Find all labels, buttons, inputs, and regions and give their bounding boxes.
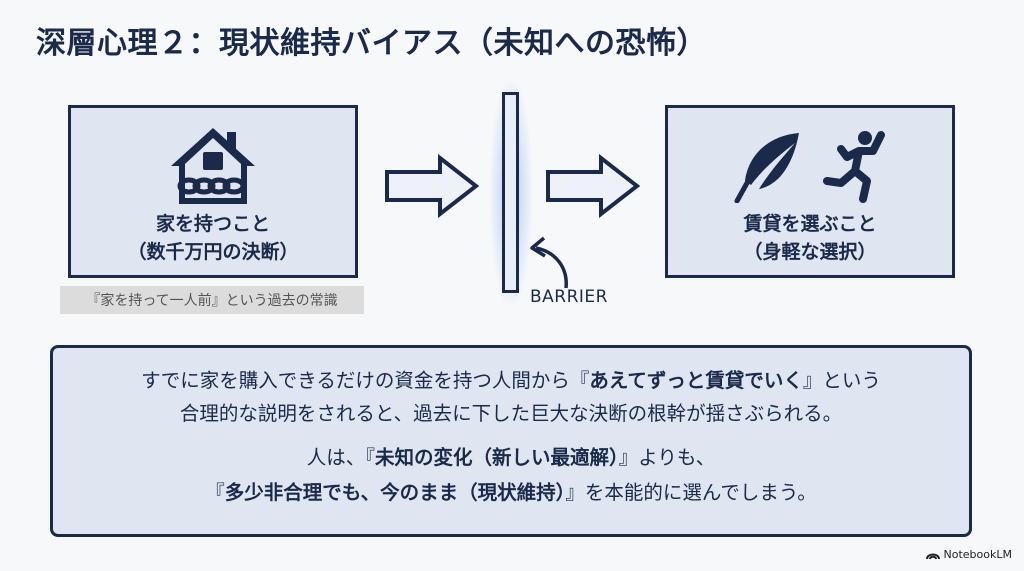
explanation-paragraph-1: すでに家を購入できるだけの資金を持つ人間から『あえてずっと賃貸でいく』という 合… — [53, 364, 969, 430]
barrier-label: BARRIER — [530, 287, 608, 307]
explanation-line-1: すでに家を購入できるだけの資金を持つ人間から『あえてずっと賃貸でいく』という — [141, 369, 881, 392]
explanation-line-4: 『多少非合理でも、今のまま（現状維持）』を本能的に選んでしまう。 — [205, 481, 817, 504]
notebooklm-brand: NotebookLM — [925, 548, 1012, 561]
notebooklm-logo-icon — [925, 553, 940, 559]
explanation-paragraph-2: 人は、『未知の変化（新しい最適解）』よりも、 『多少非合理でも、今のまま（現状維… — [53, 440, 969, 510]
explanation-line-2: 合理的な説明をされると、過去に下した巨大な決断の根幹が揺さぶられる。 — [179, 402, 843, 425]
explanation-panel: すでに家を購入できるだけの資金を持つ人間から『あえてずっと賃貸でいく』という 合… — [50, 345, 972, 537]
arrow-right-icon — [546, 154, 641, 218]
curved-arrow-icon — [530, 236, 568, 289]
own-house-box: 家を持つこと （数千万円の決断） — [68, 105, 358, 278]
rent-box: 賃貸を選ぶこと （身軽な選択） — [665, 105, 955, 278]
own-house-label: 家を持つこと （数千万円の決断） — [127, 213, 299, 263]
explanation-line-3: 人は、『未知の変化（新しい最適解）』よりも、 — [306, 446, 716, 469]
brand-label: NotebookLM — [943, 548, 1012, 561]
past-common-sense-note: 『家を持って一人前』という過去の常識 — [60, 286, 364, 314]
barrier-wall — [502, 92, 519, 293]
feather-icon — [734, 133, 799, 203]
house-chained-icon — [171, 128, 255, 204]
arrow-right-icon — [385, 154, 480, 218]
rent-label: 賃貸を選ぶこと （身軽な選択） — [743, 213, 877, 263]
running-person-icon — [823, 131, 885, 203]
page-title: 深層心理２：現状維持バイアス（未知への恐怖） — [36, 26, 707, 61]
